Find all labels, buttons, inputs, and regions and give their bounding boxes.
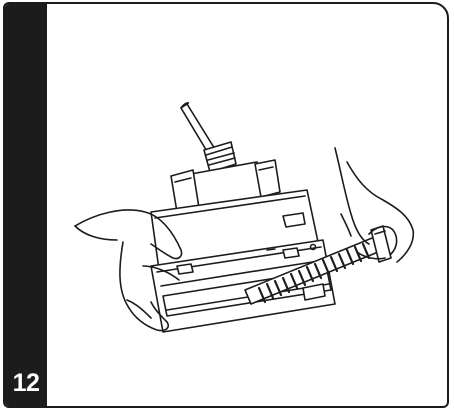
step-frame: 12 — [3, 2, 449, 408]
floor-head-body — [151, 190, 335, 332]
vacuum-brush-illustration — [5, 4, 449, 408]
vacuum-wand — [181, 103, 236, 172]
